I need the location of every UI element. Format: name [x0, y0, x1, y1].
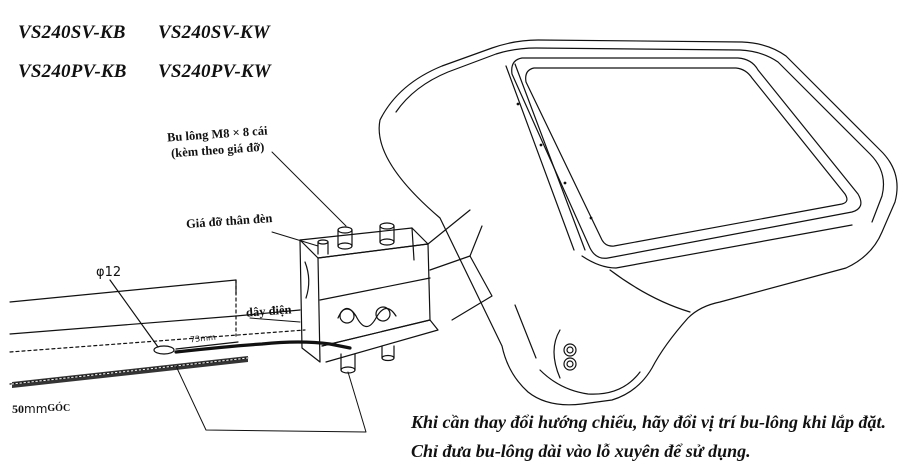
hole-phi12: [109, 279, 239, 355]
pole-size-number: 50: [12, 402, 24, 416]
installation-note: Khi cần thay đổi hướng chiếu, hãy đổi vị…: [411, 412, 887, 432]
model-code: VS240SV-KB: [18, 22, 126, 43]
leader-lines: [175, 151, 367, 433]
model-code: VS240SV-KW: [158, 22, 270, 43]
pole-size-label: 50mmGÓC: [12, 402, 70, 417]
wire-label: dây điện: [245, 302, 292, 320]
model-code: VS240PV-KB: [18, 61, 127, 82]
model-code: VS240PV-KW: [158, 61, 271, 82]
pole-size-word: GÓC: [47, 403, 71, 414]
lens-screws: [516, 102, 593, 220]
end-cap-screws: [563, 343, 577, 371]
lens-window: [511, 57, 862, 259]
wire: [174, 340, 352, 354]
bracket: [299, 209, 493, 363]
lamp-body: [378, 39, 898, 406]
installation-note: Chỉ đưa bu-lông dài vào lỗ xuyên để sử d…: [411, 441, 751, 461]
bottom-bolts: [340, 345, 395, 374]
pole: [9, 279, 306, 388]
hole-diameter-label: φ12: [96, 265, 122, 280]
top-bolts: [317, 222, 395, 255]
pole-size-unit: mm: [24, 402, 48, 416]
